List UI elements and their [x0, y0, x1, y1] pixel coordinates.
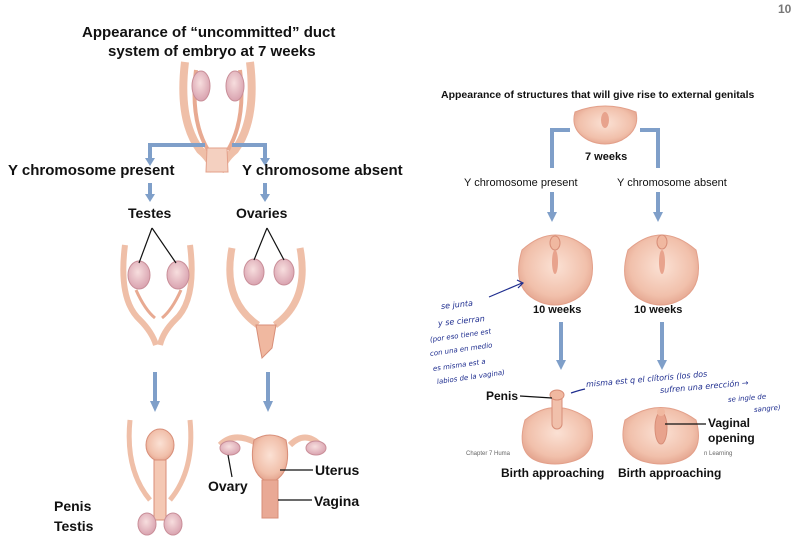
uncommitted-duct-system-illustration	[179, 61, 256, 174]
female-reproductive-illustration	[217, 434, 327, 519]
vagina-label: Vagina	[314, 493, 360, 509]
uterus-label: Uterus	[315, 462, 360, 478]
chapter-caption: Chapter 7 Huma	[466, 451, 511, 457]
right-branch-arrows	[550, 128, 660, 168]
testes-label: Testes	[128, 205, 172, 221]
external-genitals-10-weeks-female-illustration	[624, 234, 699, 306]
page-number: 10	[778, 2, 792, 16]
ovaries-label: Ovaries	[236, 205, 288, 221]
label-7-weeks: 7 weeks	[585, 151, 628, 163]
penis-label-right: Penis	[486, 389, 519, 403]
vaginal-opening-label-line2: opening	[708, 431, 755, 445]
left-y-present-label: Y chromosome present	[8, 162, 175, 179]
label-10-weeks-male: 10 weeks	[533, 304, 582, 316]
vaginal-opening-label-line1: Vaginal	[708, 416, 751, 430]
ovary-label: Ovary	[208, 478, 248, 494]
external-genitals-birth-female-illustration	[622, 407, 699, 465]
left-branch-arrows	[148, 143, 267, 160]
left-title-line2: system of embryo at 7 weeks	[108, 43, 316, 60]
right-y-present-label: Y chromosome present	[464, 177, 578, 189]
external-genitals-7-weeks-illustration	[573, 105, 638, 145]
ovaries-illustration	[226, 247, 306, 360]
label-10-weeks-female: 10 weeks	[634, 304, 683, 316]
testes-illustration	[120, 244, 195, 346]
left-title-line1: Appearance of “uncommitted” duct	[82, 24, 336, 41]
testis-label: Testis	[54, 518, 94, 534]
birth-approaching-male-label: Birth approaching	[501, 466, 605, 480]
left-y-absent-label: Y chromosome absent	[242, 162, 403, 179]
right-title: Appearance of structures that will give …	[441, 89, 755, 101]
learning-caption: n Learning	[704, 451, 733, 457]
external-genitals-10-weeks-male-illustration	[518, 234, 593, 306]
penis-label-left: Penis	[54, 498, 92, 514]
right-y-absent-label: Y chromosome absent	[617, 177, 727, 189]
birth-approaching-female-label: Birth approaching	[618, 466, 722, 480]
external-genitals-birth-male-illustration	[521, 389, 593, 465]
male-reproductive-illustration	[126, 419, 194, 536]
